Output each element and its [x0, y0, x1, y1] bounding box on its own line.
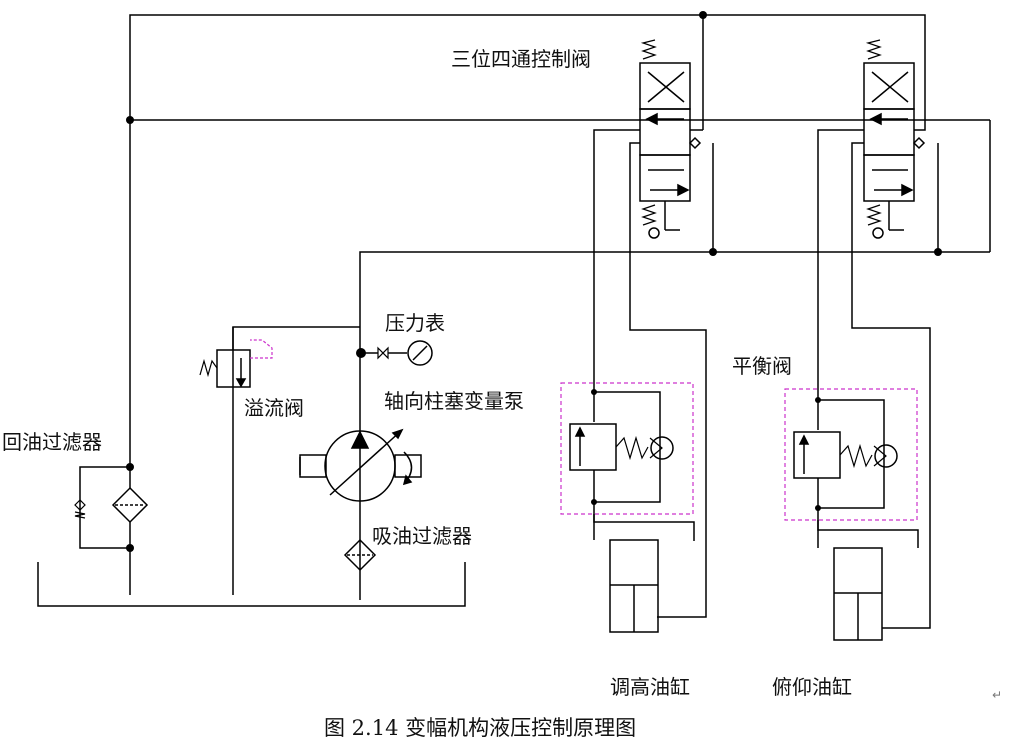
balance-valve-right — [784, 388, 918, 548]
height-cylinder-label: 调高油缸 — [610, 675, 690, 699]
directional-valve-right — [863, 39, 926, 239]
paragraph-mark: ↵ — [992, 688, 1003, 702]
axial-piston-pump-label: 轴向柱塞变量泵 — [384, 389, 524, 413]
suction-filter — [343, 538, 377, 572]
relief-valve-label: 溢流阀 — [244, 396, 304, 420]
directional-valve-left — [639, 39, 702, 239]
pitch-cylinder — [817, 520, 919, 641]
suction-filter-label: 吸油过滤器 — [372, 524, 472, 548]
junction-dots — [126, 11, 942, 552]
balance-valve-label: 平衡阀 — [732, 354, 792, 378]
pipework — [37, 14, 991, 607]
return-filter — [74, 466, 149, 549]
pitch-cylinder-label: 俯仰油缸 — [772, 675, 852, 699]
figure-caption: 图 2.14 变幅机构液压控制原理图 — [324, 716, 637, 740]
pressure-gauge-label: 压力表 — [385, 311, 445, 335]
axial-piston-pump — [299, 428, 422, 502]
height-cylinder — [593, 514, 695, 633]
pressure-gauge — [361, 340, 433, 366]
return-filter-label: 回油过滤器 — [2, 430, 102, 454]
relief-valve — [199, 327, 273, 388]
directional-valve-label: 三位四通控制阀 — [451, 47, 591, 71]
cylinder-lines — [593, 129, 931, 629]
balance-valve-left — [560, 382, 694, 540]
